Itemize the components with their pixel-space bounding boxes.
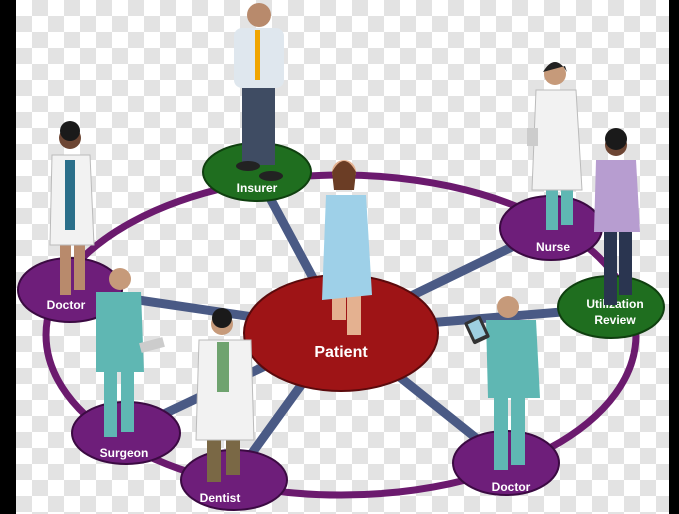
node-utilization-review: Utilization Review [557,275,665,339]
node-dentist-label: Dentist [200,491,241,505]
node-doctor-right-label: Doctor [492,480,531,494]
person-patient-icon [322,160,372,335]
person-doctor-icon [464,296,540,470]
person-doctor-left-icon [49,121,95,295]
node-nurse-label: Nurse [536,240,570,254]
person-surgeon-icon [96,268,165,437]
node-doctor-left-label: Doctor [47,298,86,312]
person-dentist-icon [195,308,255,482]
care-network-diagram: Patient Insurer Nurse Utilization Review… [17,3,665,511]
person-insurer-icon [234,3,284,181]
center-label: Patient [314,344,368,361]
node-insurer-label: Insurer [237,181,278,195]
node-utilization-label-2: Review [594,313,636,327]
node-surgeon-label: Surgeon [100,446,149,460]
person-nurse-icon [527,62,583,230]
person-utilization-icon [594,128,640,305]
diagram-canvas: Patient Insurer Nurse Utilization Review… [16,0,669,514]
